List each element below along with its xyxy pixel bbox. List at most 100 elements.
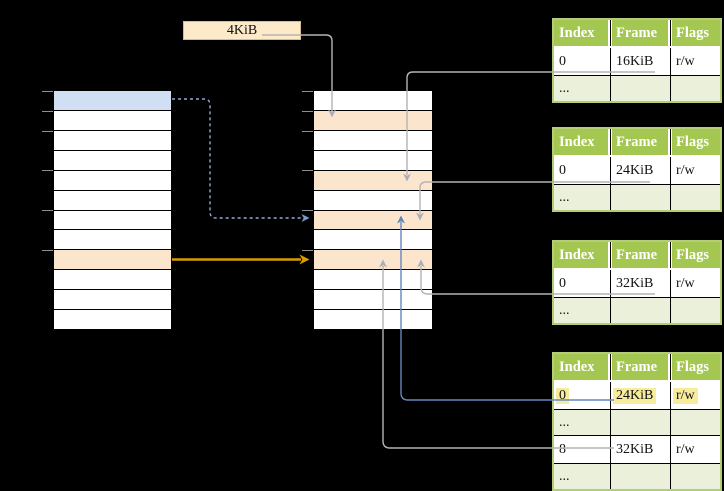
memory-row xyxy=(54,109,171,130)
header-cell: Flags xyxy=(670,129,720,155)
address-tick xyxy=(302,91,313,92)
memory-row xyxy=(314,269,432,290)
header-cell: Index xyxy=(559,133,595,150)
table-row: ... xyxy=(554,297,720,323)
memory-row xyxy=(54,309,171,330)
table-cell: r/w xyxy=(670,157,720,184)
memory-row xyxy=(314,169,432,190)
table-cell xyxy=(610,185,670,210)
address-tick xyxy=(302,250,313,251)
header-cell: Index xyxy=(559,24,595,41)
address-tick xyxy=(42,210,53,211)
memory-row xyxy=(54,189,171,210)
table-row: ... xyxy=(554,463,720,489)
table-row: ... xyxy=(554,409,720,435)
table-cell xyxy=(610,76,670,101)
address-tick xyxy=(302,111,313,112)
table-cell: 16KiB xyxy=(610,48,670,75)
header-cell: Flags xyxy=(670,354,720,380)
table-cell: r/w xyxy=(670,382,720,409)
address-tick xyxy=(302,170,313,171)
table-cell: 32KiB xyxy=(610,436,670,463)
memory-row xyxy=(54,129,171,150)
table-cell: ... xyxy=(559,302,570,318)
table-cell: ... xyxy=(559,468,570,484)
memory-row xyxy=(314,209,432,230)
table-cell xyxy=(610,298,670,323)
memory-row xyxy=(314,309,432,330)
address-tick xyxy=(42,170,53,171)
table-cell: 0 xyxy=(559,53,566,69)
table-cell xyxy=(670,185,720,210)
table-cell: 0 xyxy=(554,382,610,409)
memory-row xyxy=(54,169,171,190)
physical-memory-column xyxy=(302,90,433,330)
header-cell: Flags xyxy=(670,20,720,46)
table-row: ... xyxy=(554,75,720,101)
table-cell: 32KiB xyxy=(610,270,670,297)
table-cell: 0 xyxy=(559,162,566,178)
memory-row xyxy=(314,229,432,250)
header-cell: Frame xyxy=(610,129,670,155)
table-cell xyxy=(610,410,670,435)
memory-row xyxy=(54,91,171,110)
table-cell xyxy=(610,464,670,489)
memory-row xyxy=(54,209,171,230)
address-tick xyxy=(302,131,313,132)
table-cell: r/w xyxy=(670,436,720,463)
table-cell: 24KiB xyxy=(610,157,670,184)
address-tick xyxy=(42,250,53,251)
address-tick xyxy=(42,111,53,112)
table-cell: 8 xyxy=(559,441,566,457)
table-cell: ... xyxy=(559,189,570,205)
memory-row xyxy=(314,289,432,310)
table-cell xyxy=(670,298,720,323)
memory-row xyxy=(314,189,432,210)
table-cell: r/w xyxy=(670,270,720,297)
connector-virtual-dashed xyxy=(172,98,310,222)
memory-row xyxy=(54,269,171,290)
table-cell xyxy=(670,410,720,435)
address-tick xyxy=(42,91,53,92)
header-cell: Index xyxy=(559,358,595,375)
table-cell xyxy=(670,76,720,101)
memory-row xyxy=(314,149,432,170)
header-cell: Frame xyxy=(610,354,670,380)
header-cell: Frame xyxy=(610,20,670,46)
header-cell: Index xyxy=(559,246,595,263)
memory-row xyxy=(54,249,171,270)
memory-row xyxy=(54,149,171,170)
address-tick xyxy=(42,131,53,132)
memory-row xyxy=(314,109,432,130)
table-cell: 24KiB xyxy=(610,382,670,409)
memory-row xyxy=(314,129,432,150)
memory-row xyxy=(314,91,432,110)
table-cell: 0 xyxy=(559,275,566,291)
table-row: ... xyxy=(554,184,720,210)
table-cell xyxy=(670,464,720,489)
header-cell: Frame xyxy=(610,242,670,268)
header-cell: Flags xyxy=(670,242,720,268)
address-tick xyxy=(302,210,313,211)
memory-row xyxy=(54,289,171,310)
table-cell: r/w xyxy=(670,48,720,75)
table-cell: ... xyxy=(559,80,570,96)
page-size-label: 4KiB xyxy=(183,21,301,40)
memory-row xyxy=(54,229,171,250)
table-cell: ... xyxy=(559,414,570,430)
virtual-memory-column xyxy=(42,90,172,330)
